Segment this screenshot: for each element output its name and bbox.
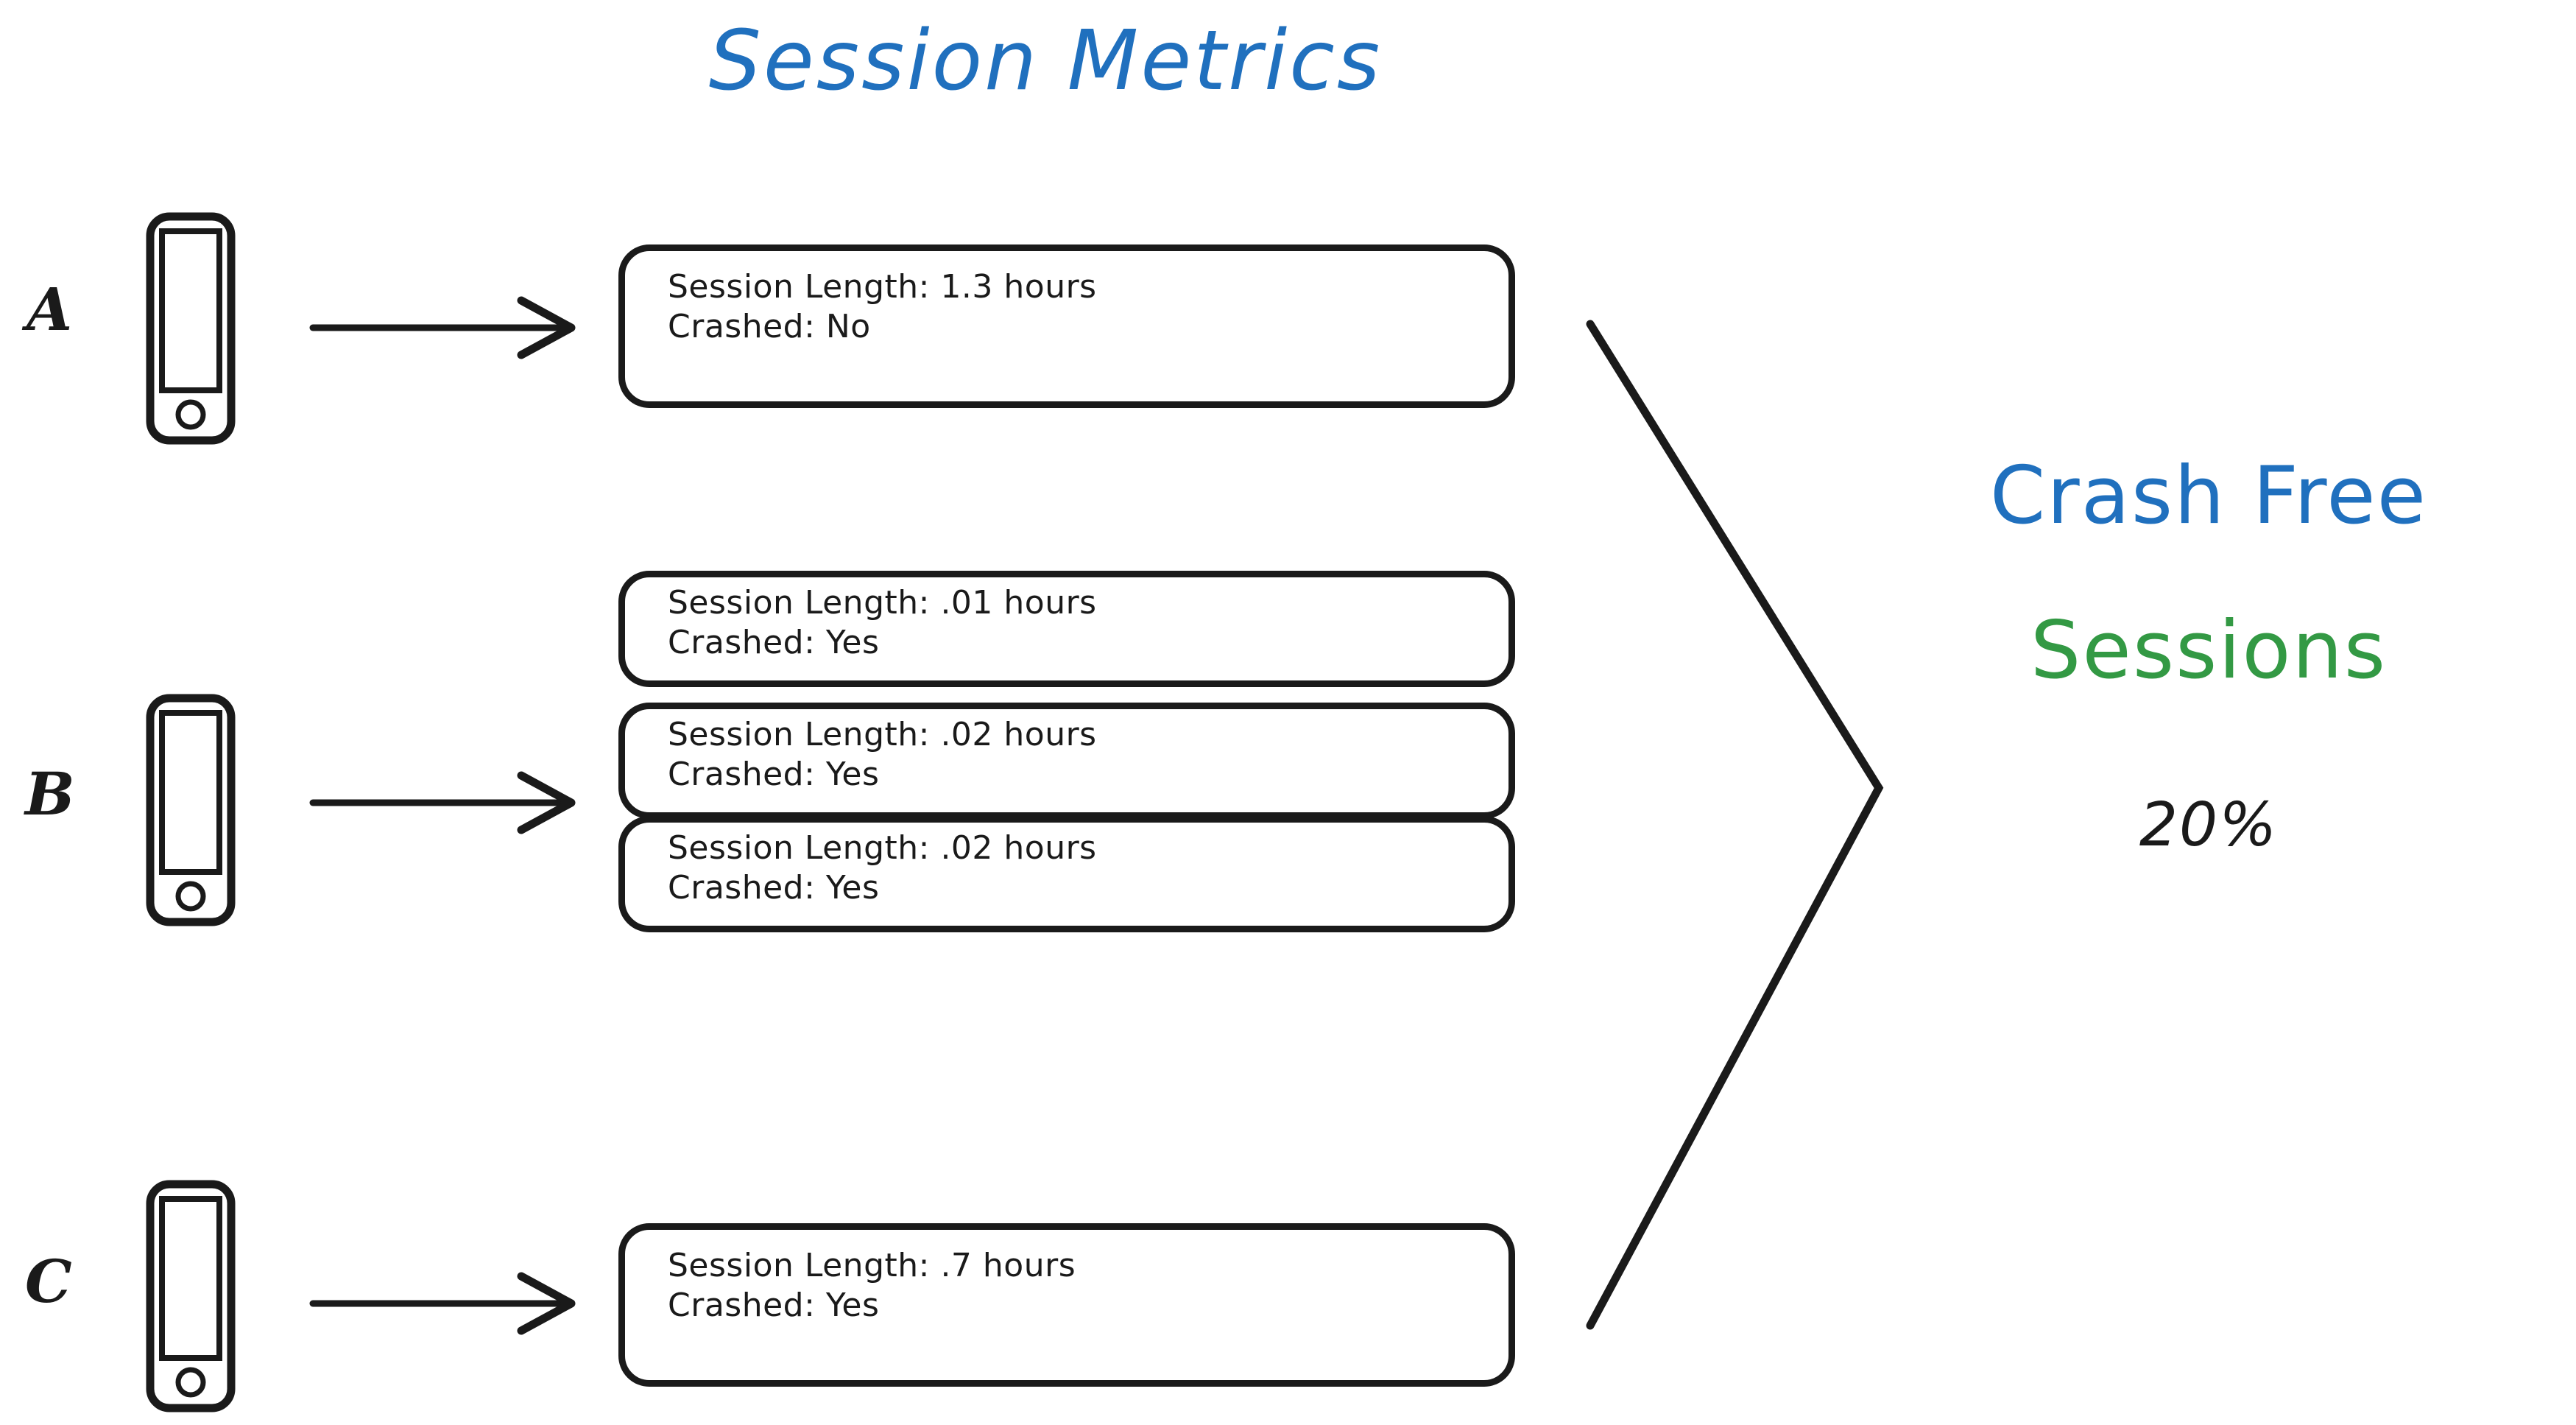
phone-icon <box>144 211 237 449</box>
session-card: Session Length: .01 hours Crashed: Yes <box>618 571 1515 687</box>
session-crashed-line: Crashed: Yes <box>668 868 880 907</box>
chevron-right-bracket-icon <box>1575 309 1899 1343</box>
session-length-line: Session Length: 1.3 hours <box>668 268 1097 306</box>
arrow-right-icon <box>309 762 582 846</box>
session-card: Session Length: .02 hours Crashed: Yes <box>618 816 1515 932</box>
session-crashed-line: Crashed: No <box>668 307 871 345</box>
session-length-line: Session Length: .02 hours <box>668 716 1097 753</box>
device-label-c: C <box>25 1247 72 1316</box>
session-length-line: Session Length: .01 hours <box>668 584 1097 622</box>
arrow-right-icon <box>309 287 582 371</box>
result-title-line2: Sessions <box>2030 605 2388 697</box>
page-title: Session Metrics <box>708 13 1383 109</box>
arrow-right-icon <box>309 1263 582 1347</box>
phone-icon <box>144 692 237 931</box>
result-value: 20% <box>2139 790 2279 860</box>
session-card: Session Length: 1.3 hours Crashed: No <box>618 244 1515 408</box>
session-length-line: Session Length: .7 hours <box>668 1247 1076 1284</box>
session-crashed-line: Crashed: Yes <box>668 623 880 661</box>
device-label-a: A <box>27 275 73 344</box>
session-card: Session Length: .02 hours Crashed: Yes <box>618 703 1515 819</box>
result-title-line1: Crash Free <box>1989 450 2428 542</box>
phone-icon <box>144 1178 237 1417</box>
session-card: Session Length: .7 hours Crashed: Yes <box>618 1223 1515 1387</box>
session-crashed-line: Crashed: Yes <box>668 755 880 793</box>
session-crashed-line: Crashed: Yes <box>668 1286 880 1324</box>
session-length-line: Session Length: .02 hours <box>668 829 1097 867</box>
device-label-b: B <box>25 759 75 828</box>
